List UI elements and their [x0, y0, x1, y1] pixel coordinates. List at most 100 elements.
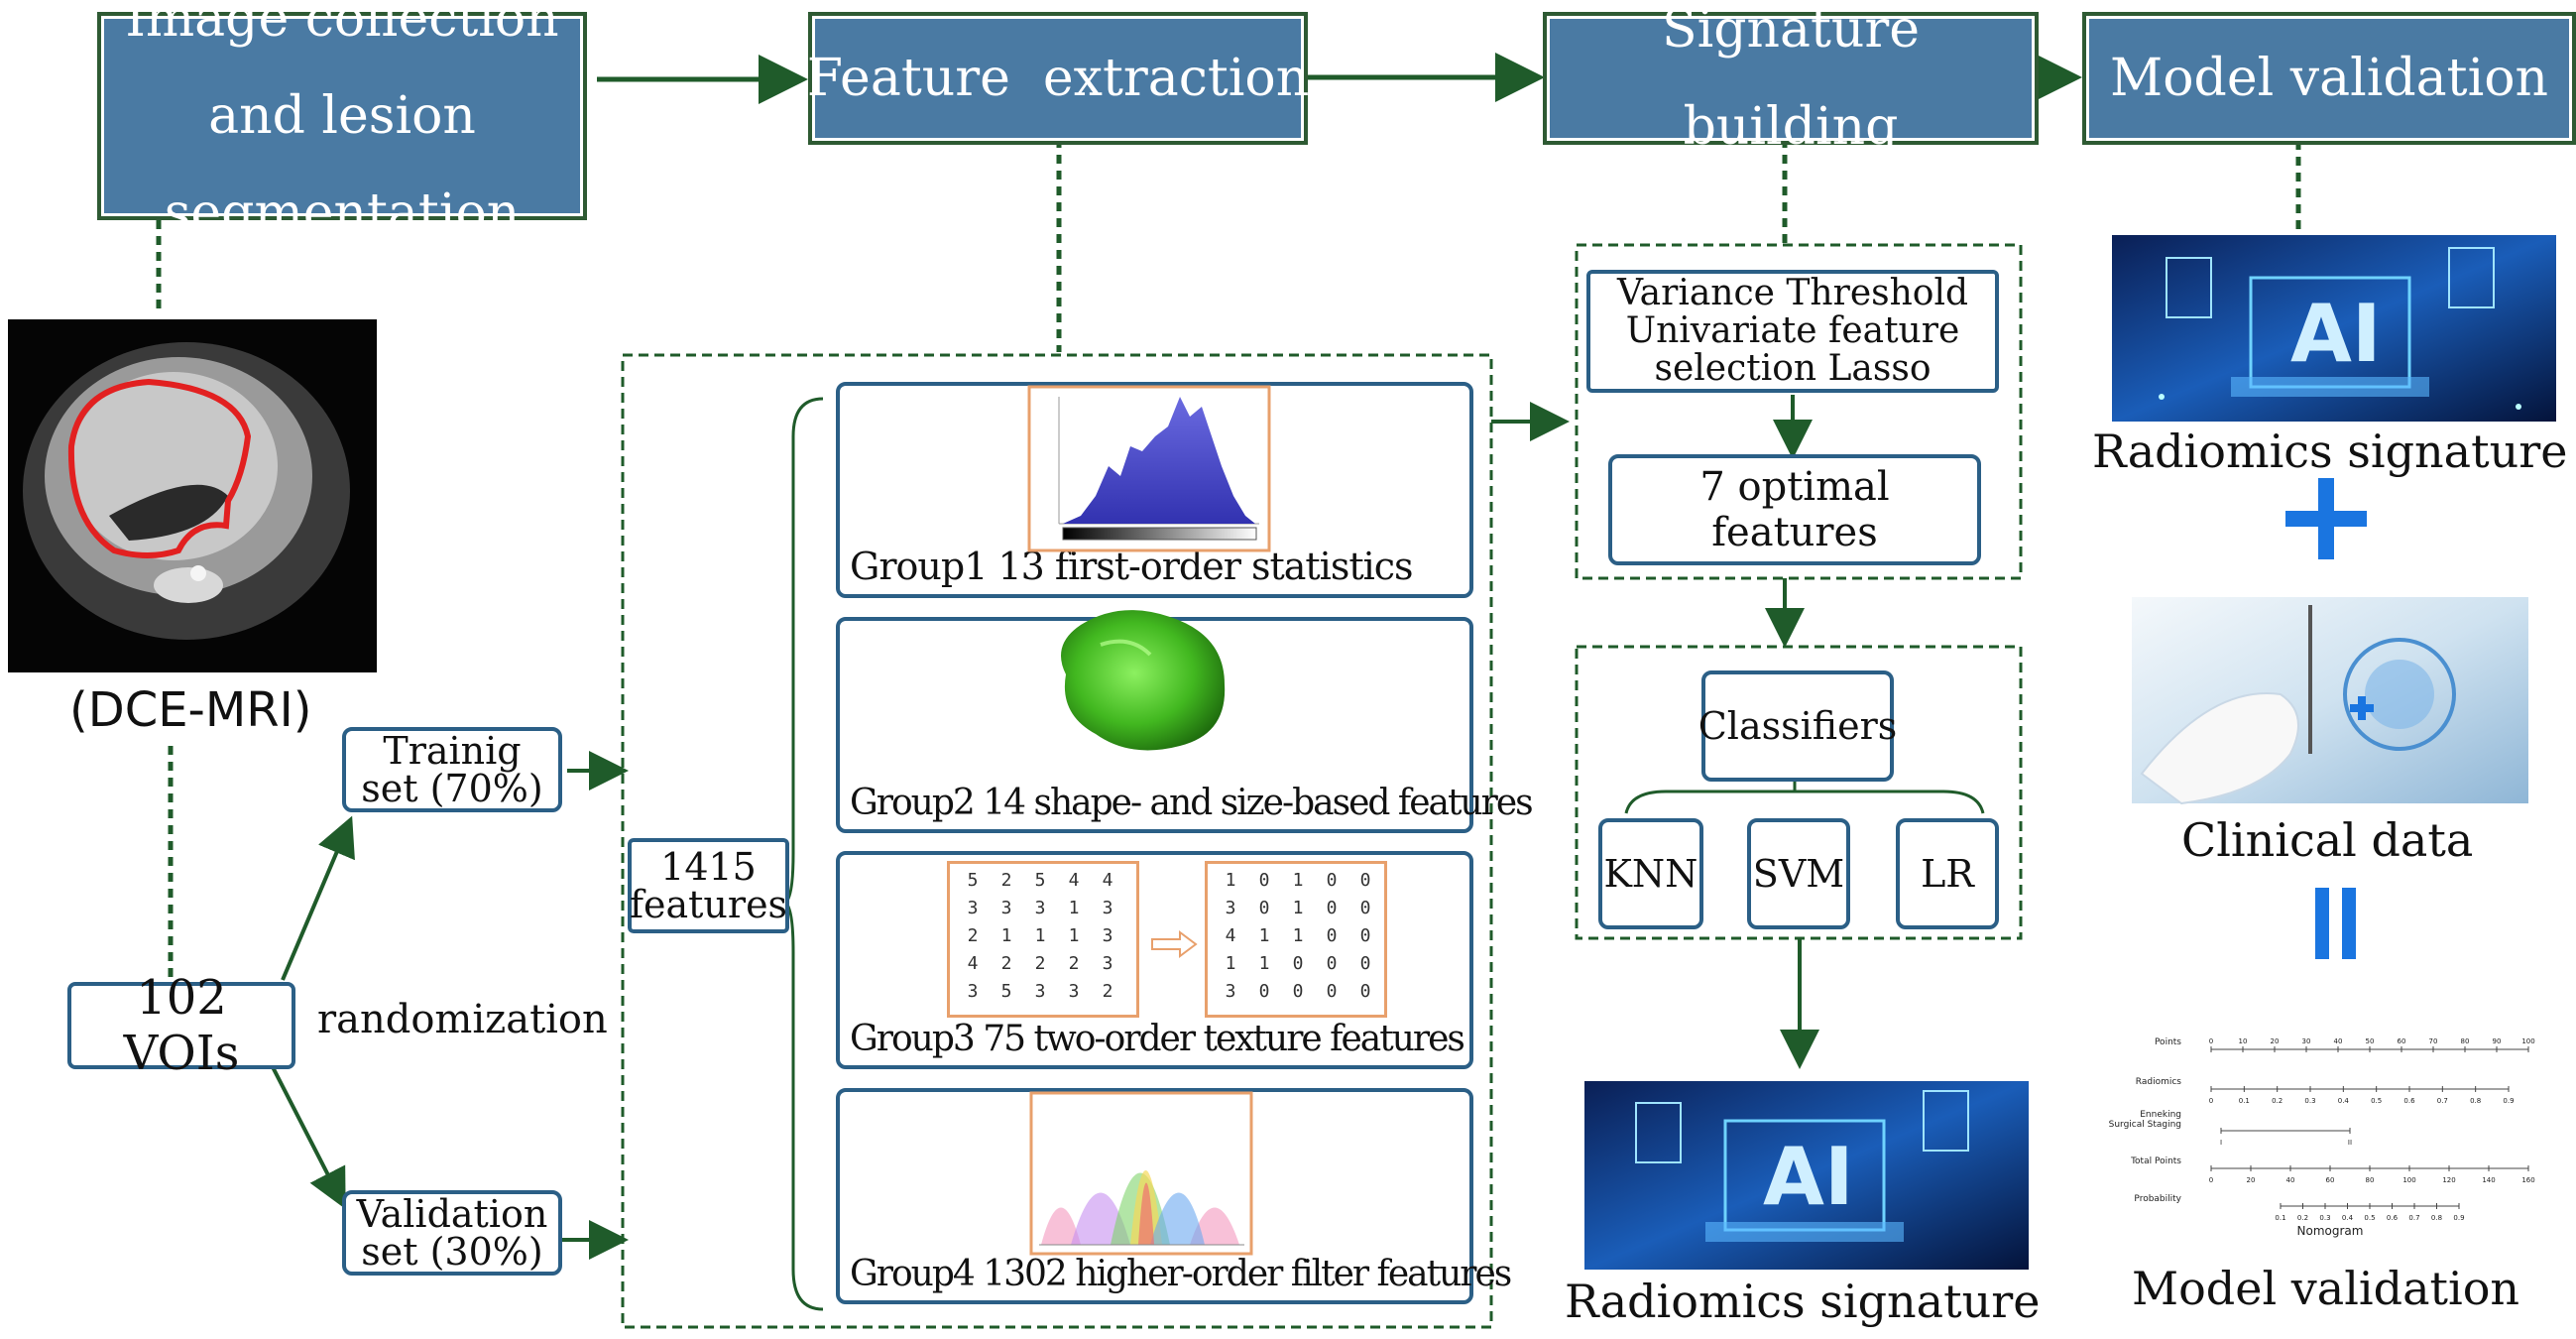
header-model-validation: Model validation	[2082, 12, 2576, 145]
radiomics-signature-middle-label: Radiomics signature	[1565, 1275, 2041, 1328]
nomogram-tick-label: 120	[2442, 1176, 2455, 1184]
vois-box: 102 VOIs	[67, 970, 295, 1081]
matrix-cell: 0	[1359, 925, 1371, 946]
nomogram-row-label: Enneking	[2140, 1110, 2181, 1120]
matrix-cell: 3	[1034, 981, 1046, 1002]
nomogram-tick-label: 0.3	[2319, 1214, 2330, 1222]
nomogram-tick-label: 160	[2521, 1176, 2534, 1184]
nomogram-tick-label: 80	[2366, 1176, 2375, 1184]
matrix-cell: 0	[1359, 870, 1371, 891]
matrix-cell: 0	[1326, 870, 1338, 891]
nomogram-tick-label: 0.5	[2364, 1214, 2375, 1222]
nomogram-tick-label: 90	[2493, 1037, 2502, 1045]
nomogram-tick-label: 0.7	[2408, 1214, 2419, 1222]
matrix-cell: 3	[1225, 898, 1236, 918]
nomogram-tick-label: 0.6	[2387, 1214, 2399, 1222]
matrix-cell: 0	[1292, 953, 1304, 974]
classifier-lr: LR	[1896, 818, 1999, 929]
matrix-cell: 1	[1258, 953, 1270, 974]
matrix-cell: 0	[1326, 981, 1338, 1002]
nomogram-tick-label: 0.4	[2342, 1214, 2354, 1222]
matrix-cell: 0	[1359, 981, 1371, 1002]
nomogram-tick-label: II	[2348, 1139, 2352, 1147]
matrix-cell: 0	[1258, 870, 1270, 891]
randomization-label: randomization	[317, 997, 608, 1042]
matrix-cell: 3	[1102, 953, 1113, 974]
nomogram-row-label: Radiomics	[2136, 1077, 2182, 1087]
nomogram-tick-label: 60	[2326, 1176, 2335, 1184]
matrix-cell: 1	[1292, 870, 1304, 891]
matrix-cell: 0	[1292, 981, 1304, 1002]
matrix-cell: 2	[1000, 953, 1012, 974]
radiomics-signature-right-label: Radiomics signature	[2092, 425, 2568, 478]
matrix-cell: 1	[1068, 898, 1080, 918]
nomogram-tick-label: 0.5	[2371, 1097, 2382, 1105]
optimal-features-box: 7 optimal features	[1608, 454, 1981, 565]
matrix-cell: 4	[1225, 925, 1236, 946]
matrix-cell: 3	[1068, 981, 1080, 1002]
classifier-svm: SVM	[1747, 818, 1850, 929]
nomogram-tick-label: I	[2220, 1139, 2222, 1147]
nomogram-tick-label: 100	[2521, 1037, 2534, 1045]
matrix-cell: 1	[1068, 925, 1080, 946]
matrix-cell: 0	[1326, 898, 1338, 918]
plus-sign	[2285, 478, 2367, 559]
group1-box: Group1 13 first-order statistics	[836, 382, 1473, 598]
arrow-vois-validation	[268, 1060, 346, 1210]
nomogram-row-label: Surgical Staging	[2109, 1120, 2181, 1130]
dce-mri-image	[8, 319, 377, 672]
nomogram-tick-label: 30	[2302, 1037, 2311, 1045]
matrix-cell: 3	[1034, 898, 1046, 918]
equals-sign	[2315, 888, 2356, 959]
nomogram-tick-label: 50	[2366, 1037, 2375, 1045]
selection-container	[1575, 243, 2023, 580]
matrix-cell: 2	[1000, 870, 1012, 891]
matrix-cell: 0	[1359, 898, 1371, 918]
clinical-data-label: Clinical data	[2181, 813, 2474, 867]
matrix-cell: 3	[1000, 898, 1012, 918]
nomogram-row-label: Probability	[2134, 1194, 2181, 1204]
total-features-box: 1415 features	[628, 838, 789, 933]
nomogram-tick-label: 100	[2402, 1176, 2415, 1184]
nomogram-tick-label: 40	[2286, 1176, 2295, 1184]
nomogram-tick-label: 70	[2429, 1037, 2438, 1045]
ai-text-middle: AI	[1763, 1131, 1854, 1223]
matrix-cell: 0	[1326, 925, 1338, 946]
matrix-cell: 0	[1359, 953, 1371, 974]
nomogram-tick-label: 0.2	[2297, 1214, 2308, 1222]
matrix-cell: 1	[1292, 925, 1304, 946]
matrix-cell: 3	[1225, 981, 1236, 1002]
nomogram-tick-label: 40	[2334, 1037, 2343, 1045]
group4-caption: Group4 1302 higher-order filter features	[850, 1254, 1512, 1294]
matrix-cell: 1	[1225, 953, 1236, 974]
nomogram-tick-label: 0.7	[2437, 1097, 2448, 1105]
arrow-vois-training	[281, 815, 355, 981]
mri-caption: (DCE-MRI)	[69, 682, 312, 738]
validation-set-box: Validation set (30%)	[342, 1190, 562, 1276]
matrix-cell: 0	[1258, 981, 1270, 1002]
nomogram-tick-label: 0.1	[2275, 1214, 2285, 1222]
matrix-cell: 2	[1034, 953, 1046, 974]
matrix-cell: 2	[1068, 953, 1080, 974]
nomogram-tick-label: 140	[2482, 1176, 2495, 1184]
group1-caption: Group1 13 first-order statistics	[850, 545, 1414, 588]
feature-extraction-container	[621, 353, 1493, 1329]
classifiers-box: Classifiers	[1698, 670, 1897, 782]
matrix-cell: 1	[1225, 870, 1236, 891]
nomogram-tick-label: 0	[2209, 1176, 2213, 1184]
nomogram-row-label: Total Points	[2130, 1156, 2181, 1166]
matrix-cell: 2	[1102, 981, 1113, 1002]
nomogram-tick-label: 0.9	[2453, 1214, 2464, 1222]
group3-caption: Group3 75 two-order texture features	[850, 1019, 1465, 1059]
group2-caption: Group2 14 shape- and size-based features	[850, 783, 1534, 823]
nomogram-tick-label: 0	[2209, 1037, 2213, 1045]
matrix-cell: 0	[1258, 898, 1270, 918]
nomogram-tick-label: 0.4	[2338, 1097, 2350, 1105]
nomogram-tick-label: 0.3	[2304, 1097, 2315, 1105]
matrix-cell: 3	[967, 981, 979, 1002]
nomogram-tick-label: 0.8	[2470, 1097, 2481, 1105]
